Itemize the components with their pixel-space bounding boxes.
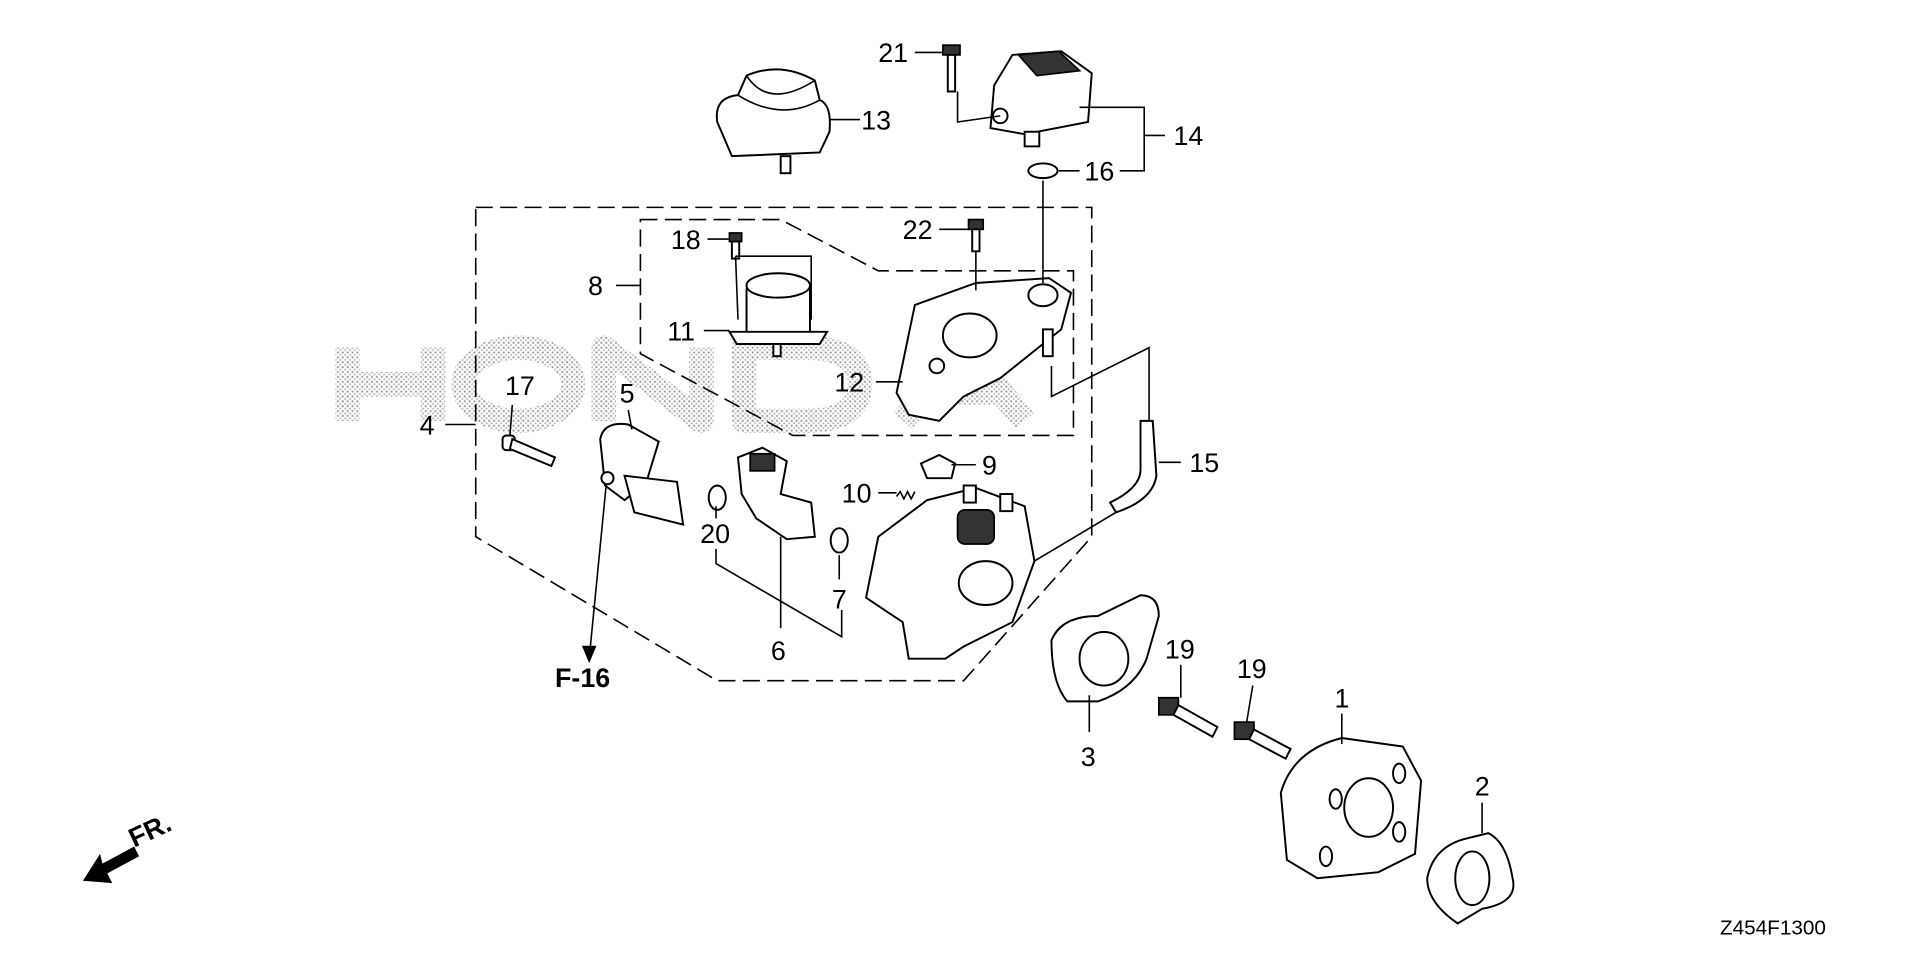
callout-6: 6 <box>771 636 786 666</box>
front-label: FR. <box>124 808 176 853</box>
callout-15: 15 <box>1189 448 1219 478</box>
callout-12: 12 <box>834 368 864 398</box>
front-arrow-icon <box>82 846 140 884</box>
part-11-motor <box>727 272 829 358</box>
callout-22: 22 <box>903 215 933 245</box>
throttle-body <box>864 484 1036 660</box>
callout-19: 19 <box>1237 654 1267 684</box>
part-6-injector <box>736 446 816 541</box>
reference-f16[interactable]: F-16 <box>555 663 610 693</box>
callout-16: 16 <box>1084 157 1114 187</box>
part-3-gasket <box>1050 594 1160 703</box>
part-14-sensor <box>989 50 1093 148</box>
callout-9: 9 <box>982 451 997 481</box>
callout-14: 14 <box>1173 121 1203 151</box>
part-7-oring <box>829 527 849 554</box>
assembly-outline <box>474 206 1093 682</box>
callout-20: 20 <box>700 519 730 549</box>
leader-lines <box>445 51 1483 834</box>
callout-1: 1 <box>1334 683 1349 713</box>
part-10-spring <box>895 489 916 501</box>
callout-5: 5 <box>620 379 635 409</box>
callout-10: 10 <box>842 479 872 509</box>
reference-arrow <box>581 645 597 664</box>
callout-2: 2 <box>1475 771 1490 801</box>
part-19-bolt <box>1233 721 1292 761</box>
callout-17: 17 <box>505 371 535 401</box>
part-1-insulator <box>1279 736 1423 880</box>
callout-3: 3 <box>1081 742 1096 772</box>
part-12-bracket <box>895 277 1073 422</box>
figure-code: Z454F1300 <box>1720 916 1826 939</box>
part-20-oring <box>707 484 727 511</box>
part-19-bolt <box>1157 696 1219 739</box>
part-22-screw <box>967 218 985 253</box>
callout-21: 21 <box>878 38 908 68</box>
callout-18: 18 <box>671 225 701 255</box>
callout-7: 7 <box>832 585 847 615</box>
part-18-screw <box>728 232 743 260</box>
part-21-screw <box>942 44 961 93</box>
honda-watermark <box>335 335 1035 434</box>
part-17-pin <box>501 434 557 468</box>
part-9-clip <box>919 453 957 480</box>
part-5-sensor <box>599 422 685 526</box>
callout-19: 19 <box>1165 635 1195 665</box>
part-16-oring <box>1027 162 1059 180</box>
callout-4: 4 <box>420 410 435 440</box>
part-13-cap <box>715 68 831 175</box>
callout-11: 11 <box>667 316 695 346</box>
part-2-gasket <box>1426 832 1515 925</box>
callout-13: 13 <box>861 105 891 135</box>
part-15-hose <box>1108 419 1158 514</box>
front-direction-marker: FR. <box>82 808 176 884</box>
callout-8: 8 <box>588 271 603 301</box>
subassembly-outline <box>639 218 1075 437</box>
